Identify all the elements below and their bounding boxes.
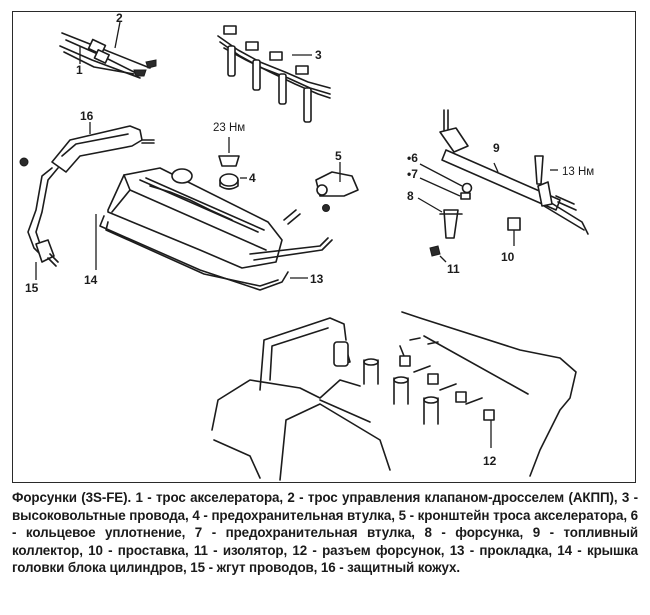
figure-caption: Форсунки (3S-FE). 1 - трос акселератора,… — [12, 490, 638, 575]
callout-11: 11 — [447, 262, 460, 276]
callout-14: 14 — [84, 273, 98, 287]
callout-16: 16 — [80, 109, 94, 123]
accelerator-cables — [59, 21, 157, 79]
callout-12: 12 — [483, 454, 497, 468]
callout-5: 5 — [335, 149, 342, 163]
cylinder-head-cover — [95, 167, 333, 291]
high-voltage-wires — [217, 25, 331, 123]
callout-7: •7 — [407, 167, 418, 181]
callout-1: 1 — [76, 63, 83, 77]
nut-and-grommet — [218, 155, 240, 190]
engine-block — [211, 311, 577, 481]
accelerator-cable-bracket — [315, 162, 359, 212]
torque-23nm: 23 Нм — [213, 122, 245, 134]
callout-6: •6 — [407, 151, 418, 165]
callout-9: 9 — [493, 141, 500, 155]
figure-frame — [12, 11, 636, 483]
callout-4: 4 — [249, 171, 256, 185]
fuel-rail-assembly — [417, 109, 589, 263]
protective-cover-and-harness — [19, 122, 155, 280]
callout-3: 3 — [315, 48, 322, 62]
callout-10: 10 — [501, 250, 515, 264]
exploded-view-drawing: 1 2 3 23 Нм 4 16 15 — [19, 11, 594, 481]
callout-13: 13 — [310, 272, 324, 286]
callout-8: 8 — [407, 189, 414, 203]
callout-2: 2 — [116, 11, 123, 25]
torque-13nm: 13 Нм — [562, 166, 594, 178]
callout-15: 15 — [25, 281, 39, 295]
